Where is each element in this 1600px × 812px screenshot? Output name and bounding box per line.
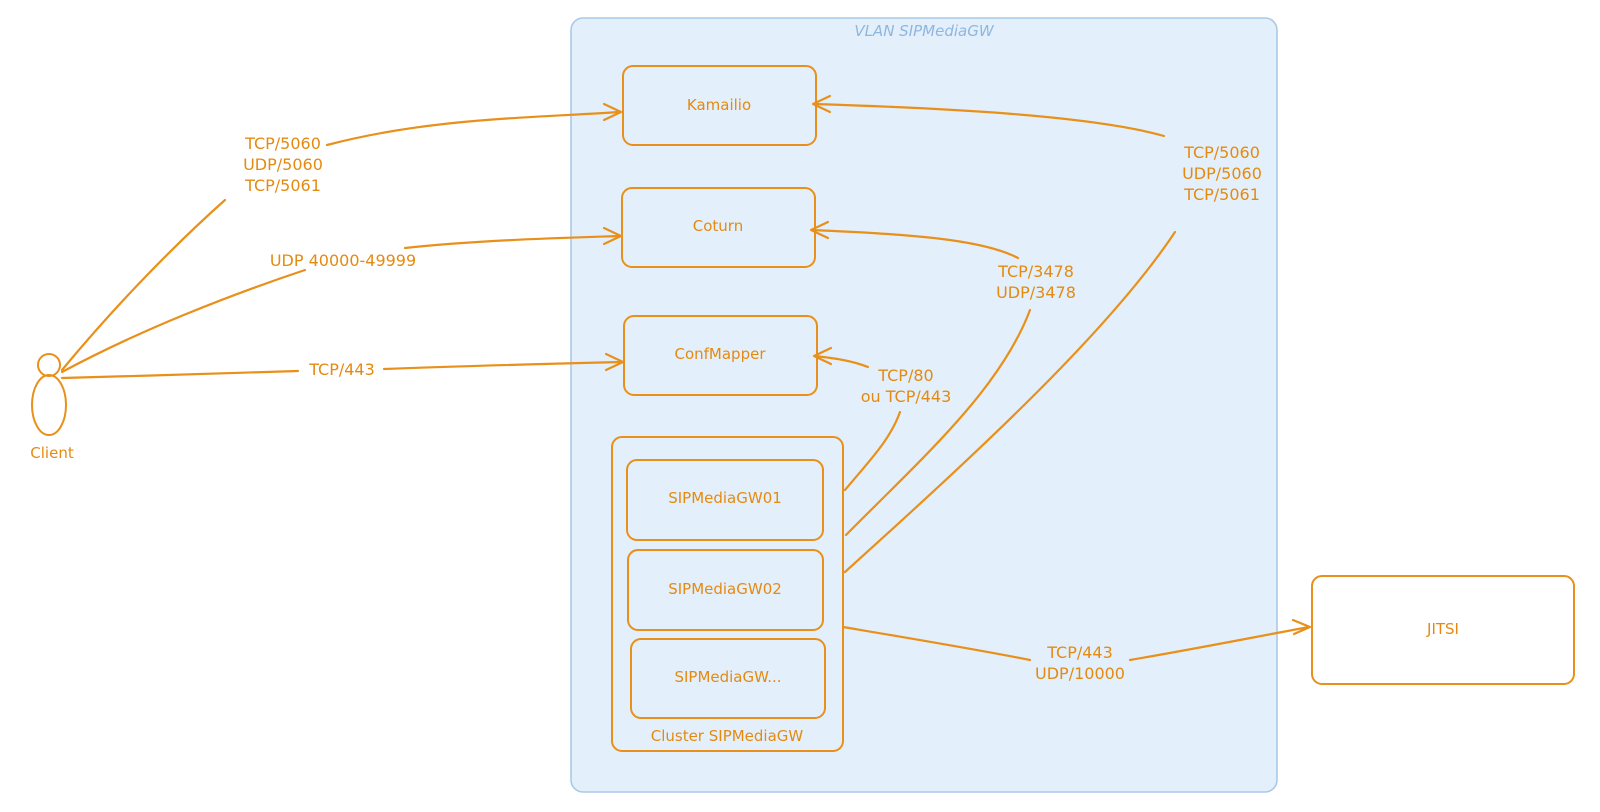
edge-client-kamailio-upper (325, 110, 622, 147)
label-cluster-coturn-2: UDP/3478 (996, 283, 1076, 302)
edge-client-coturn (60, 268, 307, 374)
arrowhead-kamailio-left (602, 102, 623, 122)
edge-cluster-jitsi-left (841, 625, 1032, 662)
node-jitsi: JITSI (1311, 575, 1575, 685)
vlan-container (570, 17, 1278, 793)
arrowhead-kamailio-right (811, 94, 832, 114)
edge-client-confmapper-b (382, 360, 624, 371)
label-cluster-jitsi-2: UDP/10000 (1035, 664, 1125, 683)
edge-cluster-coturn-lower (844, 308, 1032, 537)
edge-client-kamailio (60, 198, 227, 372)
cluster-box (611, 436, 844, 752)
person-head (37, 353, 61, 377)
node-kamailio: Kamailio (622, 65, 817, 146)
edge-cluster-coturn-upper (810, 228, 1020, 260)
label-cluster-confmapper-2: ou TCP/443 (861, 387, 952, 406)
edge-cluster-kamailio-lower (843, 230, 1177, 574)
label-cluster-jitsi-1: TCP/443 (1046, 643, 1113, 662)
coturn-label: Coturn (693, 217, 743, 235)
label-cluster-kamailio-1: TCP/5060 (1183, 143, 1260, 162)
gw-more-label: SIPMediaGW... (674, 668, 781, 686)
node-coturn: Coturn (621, 187, 816, 268)
label-client-kamailio-1: TCP/5060 (244, 134, 321, 153)
edge-cluster-confmapper-lower (843, 410, 902, 492)
arrowhead-jitsi (1291, 618, 1312, 636)
vlan-title: VLAN SIPMediaGW (854, 22, 995, 40)
kamailio-label: Kamailio (687, 96, 751, 114)
label-client-confmapper: TCP/443 (308, 360, 375, 379)
kamailio-box (622, 65, 817, 146)
label-cluster-kamailio-2: UDP/5060 (1182, 164, 1262, 183)
arrowhead-confmapper-right (812, 346, 833, 366)
person-icon (31, 353, 67, 436)
gw-more-box (630, 638, 826, 719)
person-body (31, 374, 67, 436)
cluster-sipmediagw: SIPMediaGW01 SIPMediaGW02 SIPMediaGW... … (611, 436, 844, 752)
gw02-box (627, 549, 824, 631)
label-client-coturn: UDP 40000-49999 (270, 251, 416, 270)
gw02-label: SIPMediaGW02 (668, 580, 782, 598)
label-cluster-coturn-1: TCP/3478 (997, 262, 1074, 281)
edge-cluster-jitsi-right (1128, 625, 1311, 662)
label-client-kamailio-2: UDP/5060 (243, 155, 323, 174)
confmapper-label: ConfMapper (674, 345, 766, 363)
arrowhead-coturn-right (809, 220, 830, 240)
label-client-kamailio-3: TCP/5061 (244, 176, 321, 195)
jitsi-label: JITSI (1426, 620, 1459, 638)
edge-client-coturn-upper (403, 234, 622, 250)
confmapper-box (623, 315, 818, 396)
label-cluster-confmapper-1: TCP/80 (877, 366, 933, 385)
edge-client-confmapper-a (60, 369, 300, 380)
node-confmapper: ConfMapper (623, 315, 818, 396)
edge-cluster-kamailio-upper (812, 102, 1166, 138)
gw01-box (626, 459, 824, 541)
edges (60, 94, 1312, 662)
edge-labels: TCP/5060 UDP/5060 TCP/5061 UDP 40000-499… (243, 134, 1262, 683)
client-actor: Client (30, 353, 74, 462)
coturn-box (621, 187, 816, 268)
cluster-label: Cluster SIPMediaGW (651, 727, 804, 745)
label-cluster-kamailio-3: TCP/5061 (1183, 185, 1260, 204)
client-label: Client (30, 444, 74, 462)
edge-cluster-confmapper-upper (813, 354, 870, 369)
jitsi-box (1311, 575, 1575, 685)
gw01-label: SIPMediaGW01 (668, 489, 782, 507)
